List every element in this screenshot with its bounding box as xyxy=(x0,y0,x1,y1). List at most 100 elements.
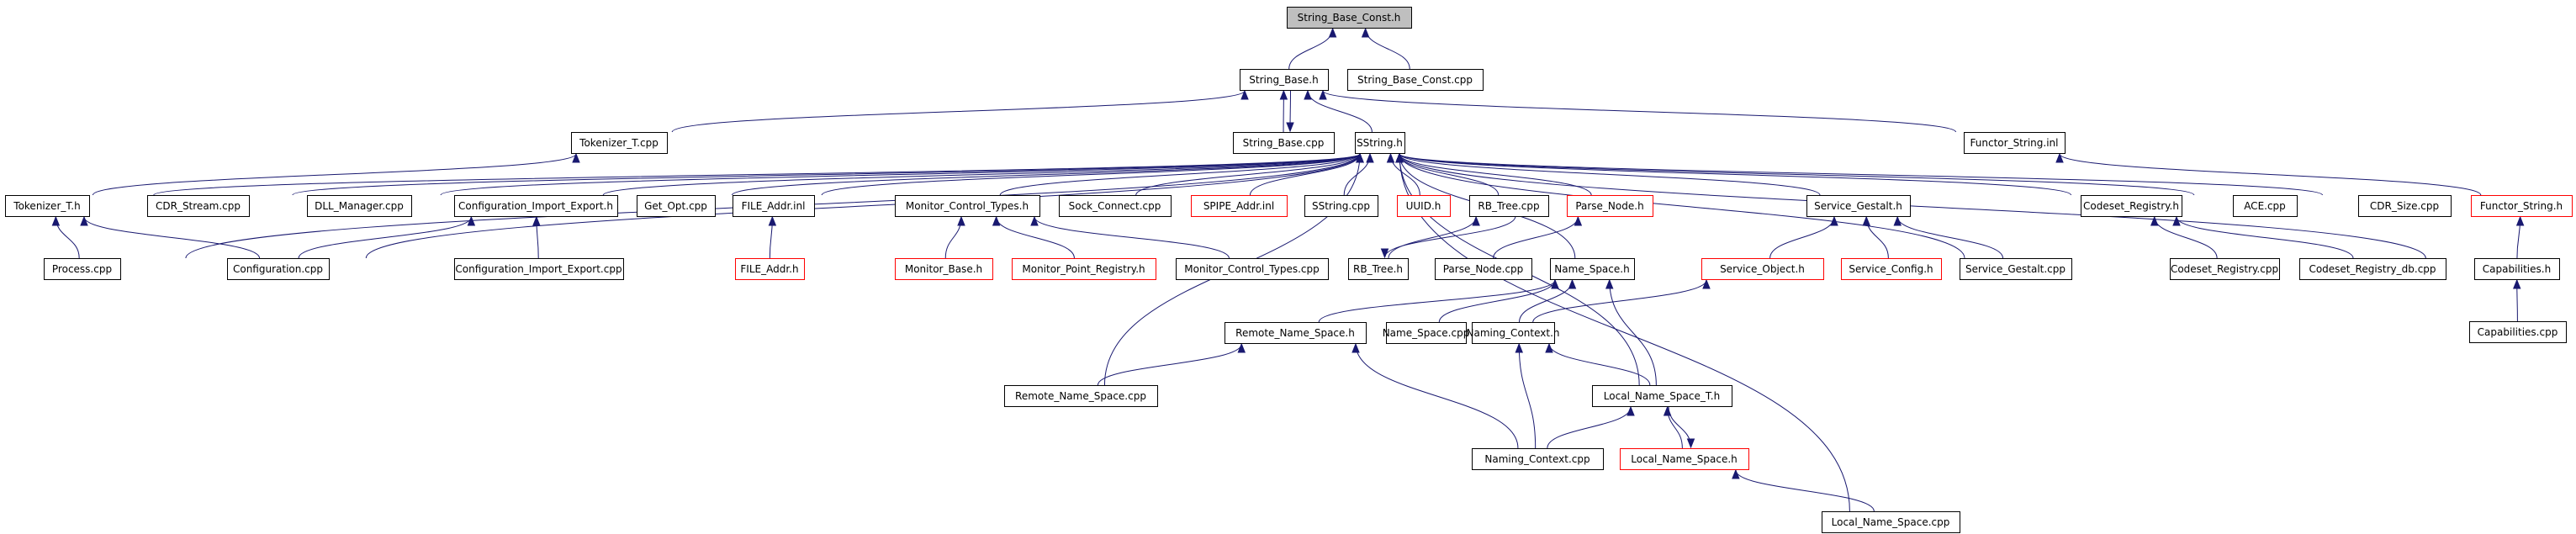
edge-string-base-cpp-to-string-base-h xyxy=(1279,89,1288,133)
edge-line xyxy=(1399,153,2072,196)
edge-local-name-space-h-to-local-name-space-t-h xyxy=(1663,405,1683,449)
node-naming-context-cpp[interactable]: Naming_Context.cpp xyxy=(1472,448,1604,470)
arrowhead-icon xyxy=(1286,122,1294,133)
edge-string-base-h-to-string-base-cpp xyxy=(1286,89,1294,133)
node-local-name-space-cpp[interactable]: Local_Name_Space.cpp xyxy=(1822,511,1960,533)
node-label: Local_Name_Space.cpp xyxy=(1832,516,1950,528)
node-box xyxy=(733,195,815,217)
node-label: Remote_Name_Space.cpp xyxy=(1015,390,1146,402)
node-codeset-registry-cpp[interactable]: Codeset_Registry.cpp xyxy=(2170,258,2280,280)
node-box xyxy=(1841,258,1942,280)
node-tokenizer-t-h[interactable]: Tokenizer_T.h xyxy=(5,195,90,217)
node-dll-manager-cpp[interactable]: DLL_Manager.cpp xyxy=(307,195,412,217)
node-label: FILE_Addr.inl xyxy=(742,200,806,212)
node-name-space-cpp[interactable]: Name_Space.cpp xyxy=(1383,322,1470,344)
node-capabilities-h[interactable]: Capabilities.h xyxy=(2474,258,2560,280)
node-tokenizer-t-cpp[interactable]: Tokenizer_T.cpp xyxy=(571,132,668,154)
node-uuid-h[interactable]: UUID.h xyxy=(1397,195,1451,217)
node-rb-tree-cpp[interactable]: RB_Tree.cpp xyxy=(1469,195,1549,217)
node-box xyxy=(307,195,412,217)
node-service-object-h[interactable]: Service_Object.h xyxy=(1701,258,1824,280)
arrowhead-icon xyxy=(1395,152,1404,163)
node-parse-node-cpp[interactable]: Parse_Node.cpp xyxy=(1435,258,1532,280)
edge-tokenizer-t-h-to-tokenizer-t-cpp xyxy=(92,152,580,196)
node-sock-connect-cpp[interactable]: Sock_Connect.cpp xyxy=(1059,195,1172,217)
node-box xyxy=(454,258,624,280)
node-label: Local_Name_Space_T.h xyxy=(1604,390,1720,402)
node-box xyxy=(1059,195,1172,217)
edge-line xyxy=(1493,216,1579,259)
node-monitor-point-registry-h[interactable]: Monitor_Point_Registry.h xyxy=(1012,258,1156,280)
node-rb-tree-h[interactable]: RB_Tree.h xyxy=(1348,258,1409,280)
node-label: Tokenizer_T.h xyxy=(13,200,80,212)
edge-line xyxy=(1384,215,1516,258)
node-service-gestalt-h[interactable]: Service_Gestalt.h xyxy=(1806,195,1911,217)
node-ace-cpp[interactable]: ACE.cpp xyxy=(2233,195,2298,217)
node-string-base-const-h[interactable]: String_Base_Const.h xyxy=(1287,7,1412,29)
node-codeset-registry-db-cpp[interactable]: Codeset_Registry_db.cpp xyxy=(2299,258,2446,280)
node-codeset-registry-h[interactable]: Codeset_Registry.h xyxy=(2081,195,2182,217)
node-functor-string-h[interactable]: Functor_String.h xyxy=(2471,195,2573,217)
edges-layer xyxy=(51,27,2525,512)
node-spipe-addr-inl[interactable]: SPIPE_Addr.inl xyxy=(1191,195,1288,217)
node-box xyxy=(2474,258,2560,280)
node-sstring-h[interactable]: SString.h xyxy=(1355,132,1405,154)
node-service-gestalt-cpp[interactable]: Service_Gestalt.cpp xyxy=(1960,258,2072,280)
edge-line xyxy=(1135,153,1361,196)
arrowhead-icon xyxy=(1732,468,1740,479)
node-name-space-h[interactable]: Name_Space.h xyxy=(1550,258,1635,280)
edge-line xyxy=(1399,153,1965,259)
arrowhead-icon xyxy=(80,215,88,226)
node-label: Monitor_Control_Types.cpp xyxy=(1184,263,1319,275)
node-configuration-import-export-cpp[interactable]: Configuration_Import_Export.cpp xyxy=(454,258,624,280)
node-sstring-cpp[interactable]: SString.cpp xyxy=(1304,195,1378,217)
node-label: SPIPE_Addr.inl xyxy=(1203,200,1274,212)
node-capabilities-cpp[interactable]: Capabilities.cpp xyxy=(2469,321,2567,343)
edge-naming-context-cpp-to-naming-context-h xyxy=(1515,342,1537,449)
node-monitor-base-h[interactable]: Monitor_Base.h xyxy=(895,258,993,280)
node-box xyxy=(454,195,618,217)
node-local-name-space-h[interactable]: Local_Name_Space.h xyxy=(1620,448,1749,470)
node-label: Parse_Node.h xyxy=(1575,200,1643,212)
node-string-base-const-cpp[interactable]: String_Base_Const.cpp xyxy=(1347,69,1484,91)
node-remote-name-space-h[interactable]: Remote_Name_Space.h xyxy=(1225,322,1367,344)
node-monitor-control-types-cpp[interactable]: Monitor_Control_Types.cpp xyxy=(1176,258,1329,280)
node-get-opt-cpp[interactable]: Get_Opt.cpp xyxy=(637,195,716,217)
node-service-config-h[interactable]: Service_Config.h xyxy=(1841,258,1942,280)
edge-line xyxy=(1249,153,1361,196)
node-naming-context-h[interactable]: Naming_Context.h xyxy=(1466,322,1560,344)
edge-service-config-h-to-service-gestalt-h xyxy=(1862,215,1889,259)
node-string-base-h[interactable]: String_Base.h xyxy=(1240,69,1329,91)
node-local-name-space-t-h[interactable]: Local_Name_Space_T.h xyxy=(1592,385,1732,407)
edge-uuid-h-to-sstring-h xyxy=(1386,152,1420,196)
node-box xyxy=(2081,195,2182,217)
edge-line xyxy=(1322,90,1957,133)
arrowhead-icon xyxy=(1319,89,1327,100)
node-file-addr-h[interactable]: FILE_Addr.h xyxy=(735,258,805,280)
node-cdr-stream-cpp[interactable]: CDR_Stream.cpp xyxy=(147,195,250,217)
arrowhead-icon xyxy=(1515,342,1523,353)
arrowhead-icon xyxy=(1351,342,1360,353)
node-monitor-control-types-h[interactable]: Monitor_Control_Types.h xyxy=(895,195,1040,217)
node-box xyxy=(1348,258,1409,280)
node-label: ACE.cpp xyxy=(2244,200,2286,212)
node-process-cpp[interactable]: Process.cpp xyxy=(44,258,121,280)
node-cdr-size-cpp[interactable]: CDR_Size.cpp xyxy=(2358,195,2452,217)
node-functor-string-inl[interactable]: Functor_String.inl xyxy=(1964,132,2066,154)
edge-line xyxy=(298,216,472,259)
node-string-base-cpp[interactable]: String_Base.cpp xyxy=(1233,132,1335,154)
node-remote-name-space-cpp[interactable]: Remote_Name_Space.cpp xyxy=(1004,385,1158,407)
node-label: String_Base.h xyxy=(1249,74,1318,86)
node-box xyxy=(1347,69,1484,91)
edge-line xyxy=(1355,343,1519,449)
node-file-addr-inl[interactable]: FILE_Addr.inl xyxy=(733,195,815,217)
edge-line xyxy=(1399,153,2426,259)
node-configuration-cpp[interactable]: Configuration.cpp xyxy=(227,258,330,280)
node-label: Tokenizer_T.cpp xyxy=(579,137,659,149)
edge-line xyxy=(1097,343,1242,386)
node-box xyxy=(1287,7,1412,29)
node-configuration-import-export-h[interactable]: Configuration_Import_Export.h xyxy=(454,195,618,217)
node-box xyxy=(735,258,805,280)
node-parse-node-h[interactable]: Parse_Node.h xyxy=(1567,195,1653,217)
edge-line xyxy=(821,153,1361,196)
